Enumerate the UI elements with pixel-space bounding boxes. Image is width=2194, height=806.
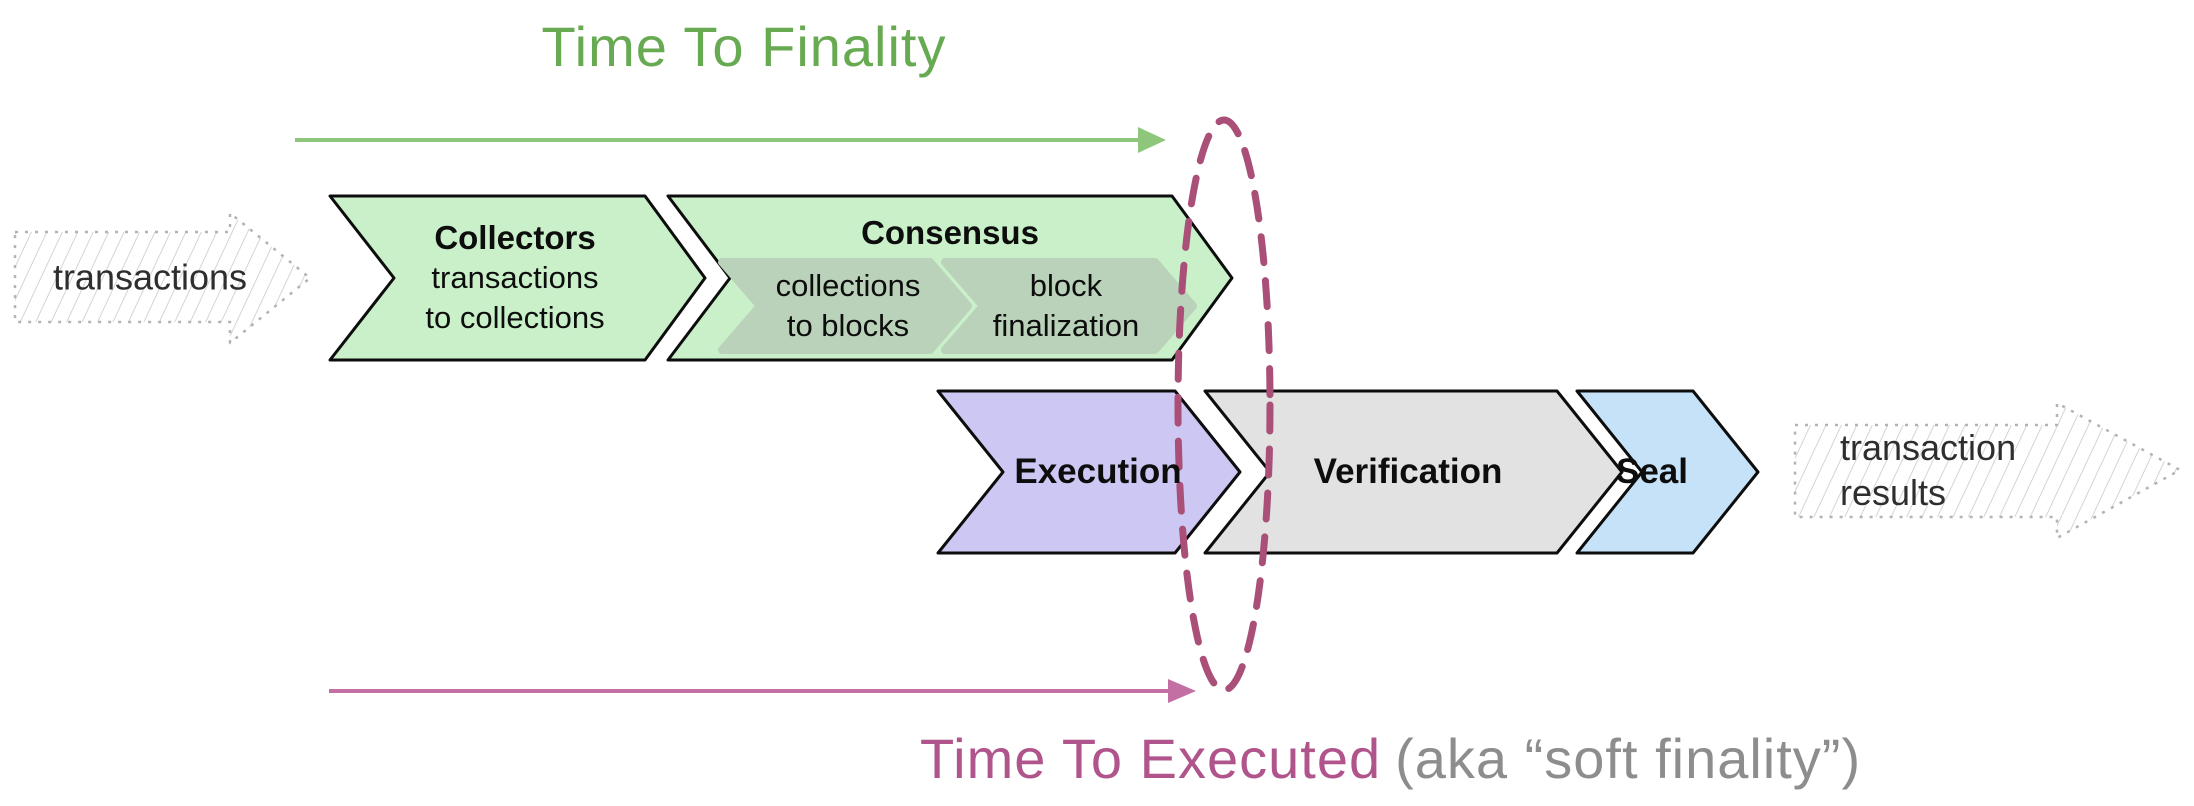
collectors-chevron bbox=[328, 194, 707, 362]
output-arrow-label-line1: transaction bbox=[1840, 427, 2017, 468]
input-transactions-arrow bbox=[13, 211, 312, 345]
verification-name: Verification bbox=[1313, 452, 1503, 491]
block-finalization-label: block finalization bbox=[993, 266, 1139, 346]
seal-chevron bbox=[1575, 389, 1760, 555]
block-finalization-line1: block bbox=[1029, 268, 1103, 303]
soft-finality-note: (aka “soft finality”) bbox=[1395, 727, 1862, 790]
collections-to-blocks-line2: to blocks bbox=[786, 308, 910, 343]
collectors-desc-line2: to collections bbox=[425, 300, 605, 335]
collections-to-blocks-subchevron bbox=[718, 258, 972, 354]
executed-boundary-ellipse bbox=[1174, 116, 1274, 694]
output-results-arrow bbox=[1793, 401, 2182, 540]
output-arrow-label-line2: results bbox=[1840, 472, 1947, 513]
time-to-finality-title: Time To Finality bbox=[541, 15, 947, 78]
seal-name: Seal bbox=[1616, 452, 1688, 491]
time-to-executed-caption: Time To Executed(aka “soft finality”) bbox=[920, 726, 1861, 791]
executed-arrow-head bbox=[1168, 679, 1196, 703]
collectors-desc-line1: transactions bbox=[431, 260, 599, 295]
block-finalization-subchevron bbox=[941, 258, 1197, 354]
collections-to-blocks-line1: collections bbox=[775, 268, 921, 303]
time-to-executed-title: Time To Executed bbox=[920, 727, 1382, 790]
collectors-name: Collectors bbox=[434, 219, 596, 256]
execution-chevron bbox=[936, 389, 1242, 555]
input-arrow-label: transactions bbox=[52, 256, 248, 298]
block-finalization-line2: finalization bbox=[992, 308, 1140, 343]
output-arrow-label: transaction results bbox=[1840, 425, 2016, 515]
finality-arrow-head bbox=[1138, 127, 1166, 153]
collectors-label: Collectors transactions to collections bbox=[425, 218, 604, 338]
consensus-name: Consensus bbox=[861, 214, 1039, 251]
collections-to-blocks-label: collections to blocks bbox=[776, 266, 921, 346]
execution-name: Execution bbox=[1014, 452, 1182, 491]
